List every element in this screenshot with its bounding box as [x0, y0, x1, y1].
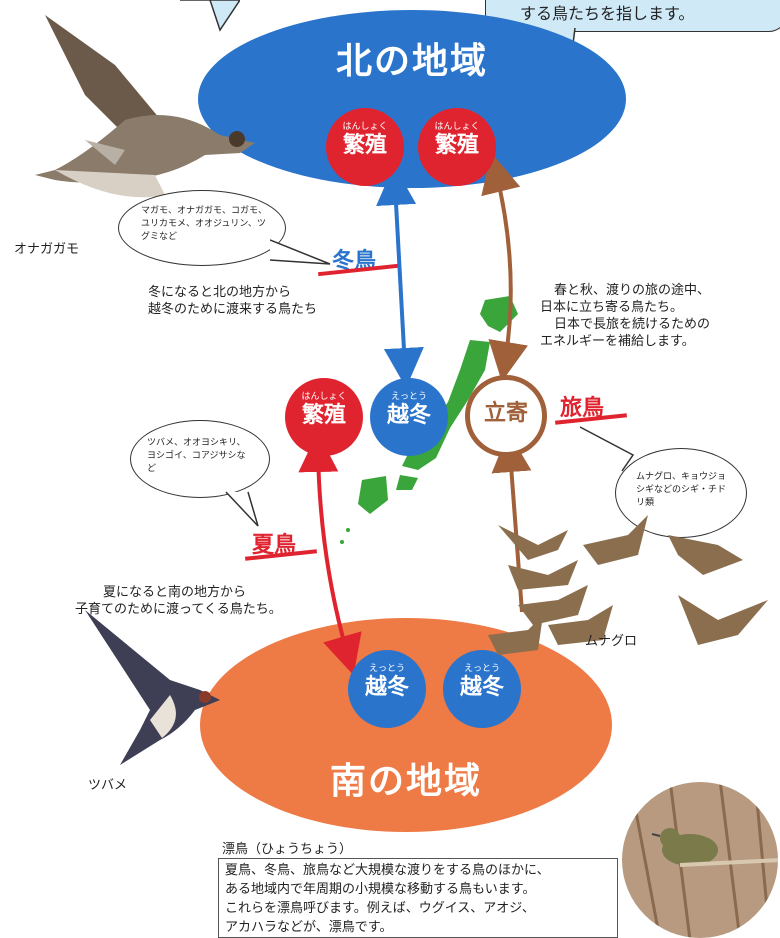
- passage-birds-description: 春と秋、渡りの旅の途中、 日本に立ち寄る鳥たち。 日本で長旅を続けるための エネ…: [540, 283, 711, 349]
- stopover-arrow-north: [481, 152, 528, 382]
- south-region: 南の地域: [200, 618, 612, 832]
- swallow-illustration: [85, 610, 220, 765]
- south-region-title: 南の地域: [329, 761, 482, 802]
- north-breeding-circle-1: はんしょく 繁殖: [326, 108, 404, 186]
- dunlin-flock-illustration: [488, 515, 768, 655]
- resident-birds-note: 夏鳥、冬鳥、旅鳥など大規模な渡りをする鳥のほかに、 ある地域内で年周期の小規模な…: [218, 858, 618, 938]
- winter-birds-description: 冬になると北の地方から 越冬のために渡来する鳥たち: [148, 285, 318, 317]
- passage-birds-examples-bubble: ムナグロ、キョウジョシギなどのシギ・チドリ類: [615, 448, 747, 538]
- dunlin-caption: ムナグロ: [585, 634, 638, 649]
- south-wintering-circle-2: えっとう 越冬: [443, 650, 521, 728]
- japan-stopover-circle: 立寄: [465, 375, 547, 457]
- winter-birds-examples-bubble: マガモ、オナガガモ、コガモ、ユリカモメ、オオジュリン、ツグミなど: [118, 190, 286, 266]
- summer-birds-examples-bubble: ツバメ、オオヨシキリ、ヨシゴイ、コアジサシなど: [130, 420, 270, 498]
- warbler-photo: [622, 782, 778, 938]
- south-wintering-circle-1: えっとう 越冬: [348, 650, 426, 728]
- winter-arrow: [376, 165, 424, 388]
- north-breeding-circle-2: はんしょく 繁殖: [418, 108, 496, 186]
- top-bubble-text: する鳥たちを指します。: [520, 4, 695, 23]
- passage-bubble-tail: [579, 426, 635, 472]
- summer-arrow: [298, 432, 362, 676]
- resident-birds-title: 漂鳥（ひょうちょう）: [222, 842, 353, 857]
- japan-wintering-circle: えっとう 越冬: [370, 378, 448, 456]
- swallow-caption: ツバメ: [88, 778, 128, 793]
- north-region: 北の地域: [198, 10, 626, 188]
- summer-bubble-tail: [225, 491, 259, 527]
- summer-birds-description: 夏になると南の地方から 子育てのために渡ってくる鳥たち。: [75, 585, 282, 617]
- north-region-title: 北の地域: [335, 41, 488, 82]
- pintail-illustration: [35, 15, 255, 198]
- winter-bubble-tail: [270, 239, 331, 265]
- japan-breeding-circle: はんしょく 繁殖: [285, 378, 363, 456]
- pintail-caption: オナガガモ: [14, 242, 80, 257]
- top-left-bubble-fragment: [180, 0, 240, 32]
